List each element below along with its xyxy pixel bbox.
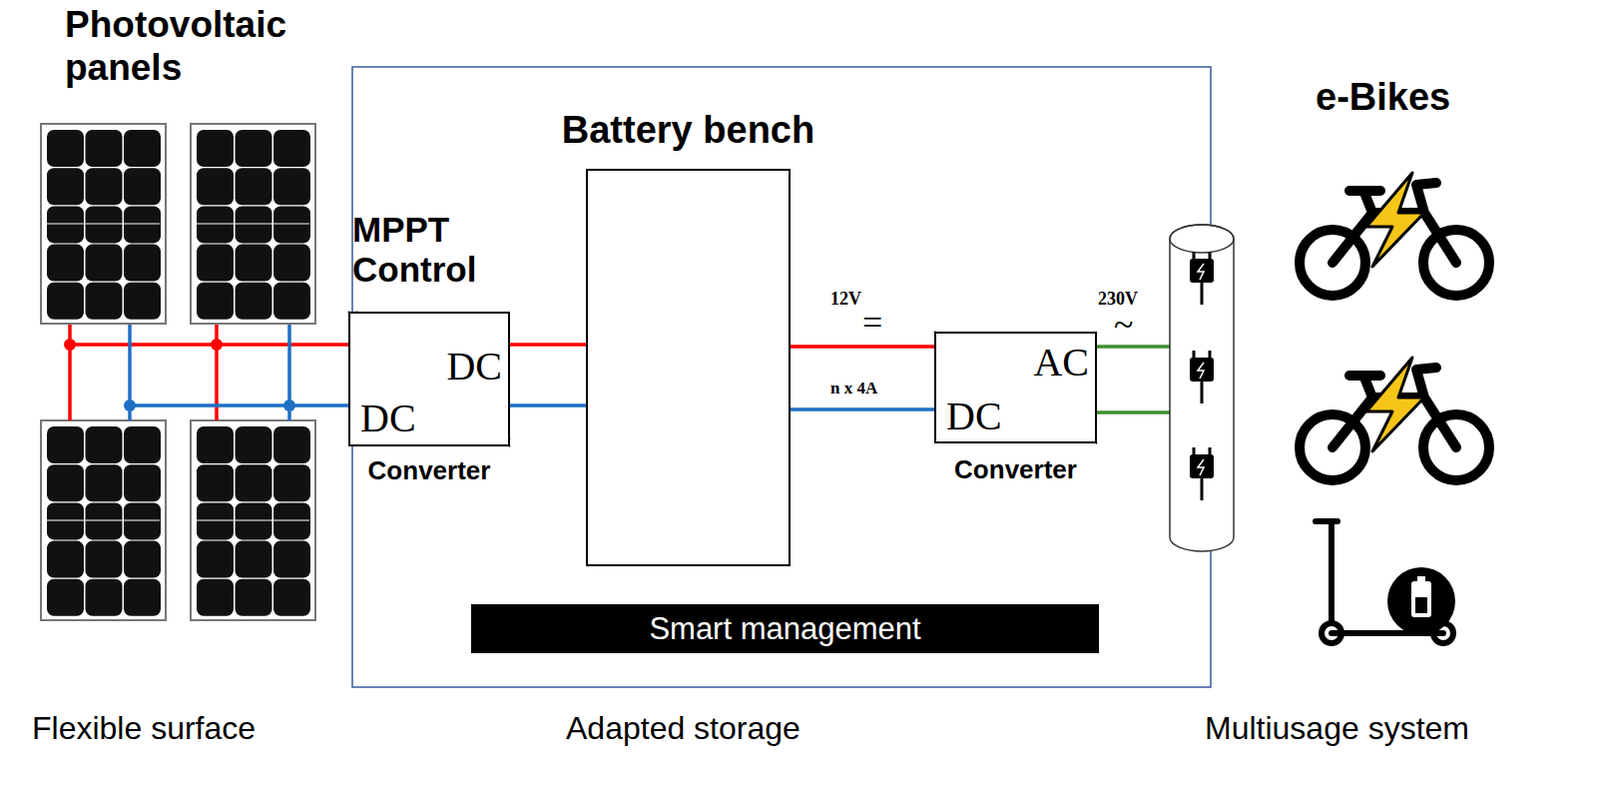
vehicle-group: e-Bikes [1259, 159, 1510, 649]
panel-group: Photovoltaic panels [40, 123, 315, 619]
footer-caption: Multiusage system [1204, 710, 1470, 746]
positive-wire [314, 342, 349, 347]
port-label: DC [446, 343, 503, 390]
voltage-label: 12V [830, 289, 862, 310]
footer-caption: Flexible surface [31, 710, 256, 746]
converter-heading: MPPT Control [352, 209, 528, 291]
solar-panel [190, 123, 316, 324]
dc-ac-converter: ACDCConverter [934, 331, 1097, 444]
port-label: DC [946, 393, 1003, 440]
group-heading: Photovoltaic panels [64, 3, 325, 89]
ebike-icon [1299, 357, 1490, 481]
converter-caption: Converter [368, 456, 492, 487]
port-label: AC [1033, 339, 1089, 386]
dc-dc-converter: MPPT ControlDCDCConverter [348, 311, 511, 447]
group-heading: e-Bikes [1315, 75, 1451, 120]
port-label: DC [360, 395, 417, 442]
storage-heading: Battery bench [561, 108, 815, 153]
plug-icon [1189, 350, 1214, 404]
socket-strip [1169, 224, 1234, 551]
positive-wire [510, 342, 586, 347]
solar-panel [40, 123, 166, 324]
panel-wiring [63, 324, 349, 421]
footer-caption: Adapted storage [565, 710, 801, 746]
plug-icon [1189, 251, 1214, 305]
ebike-icon [1299, 172, 1490, 296]
scooter-icon [1315, 521, 1456, 643]
management-bar: Smart management [471, 603, 1099, 653]
management-label: Smart management [648, 610, 921, 647]
dc-symbol: = [862, 303, 883, 344]
ac-symbol: ~ [1113, 305, 1133, 346]
solar-panel [40, 420, 166, 620]
ac-wires [1096, 346, 1170, 413]
plug-icon [1189, 447, 1214, 501]
converter-caption: Converter [954, 455, 1077, 486]
current-label: n x 4A [830, 379, 878, 399]
solar-panels [40, 123, 316, 620]
battery-bench: Battery bench [585, 168, 791, 566]
system-enclosure [352, 66, 1211, 687]
solar-panel [190, 420, 316, 620]
positive-wire [790, 344, 935, 349]
vehicle-icons [1299, 172, 1490, 643]
